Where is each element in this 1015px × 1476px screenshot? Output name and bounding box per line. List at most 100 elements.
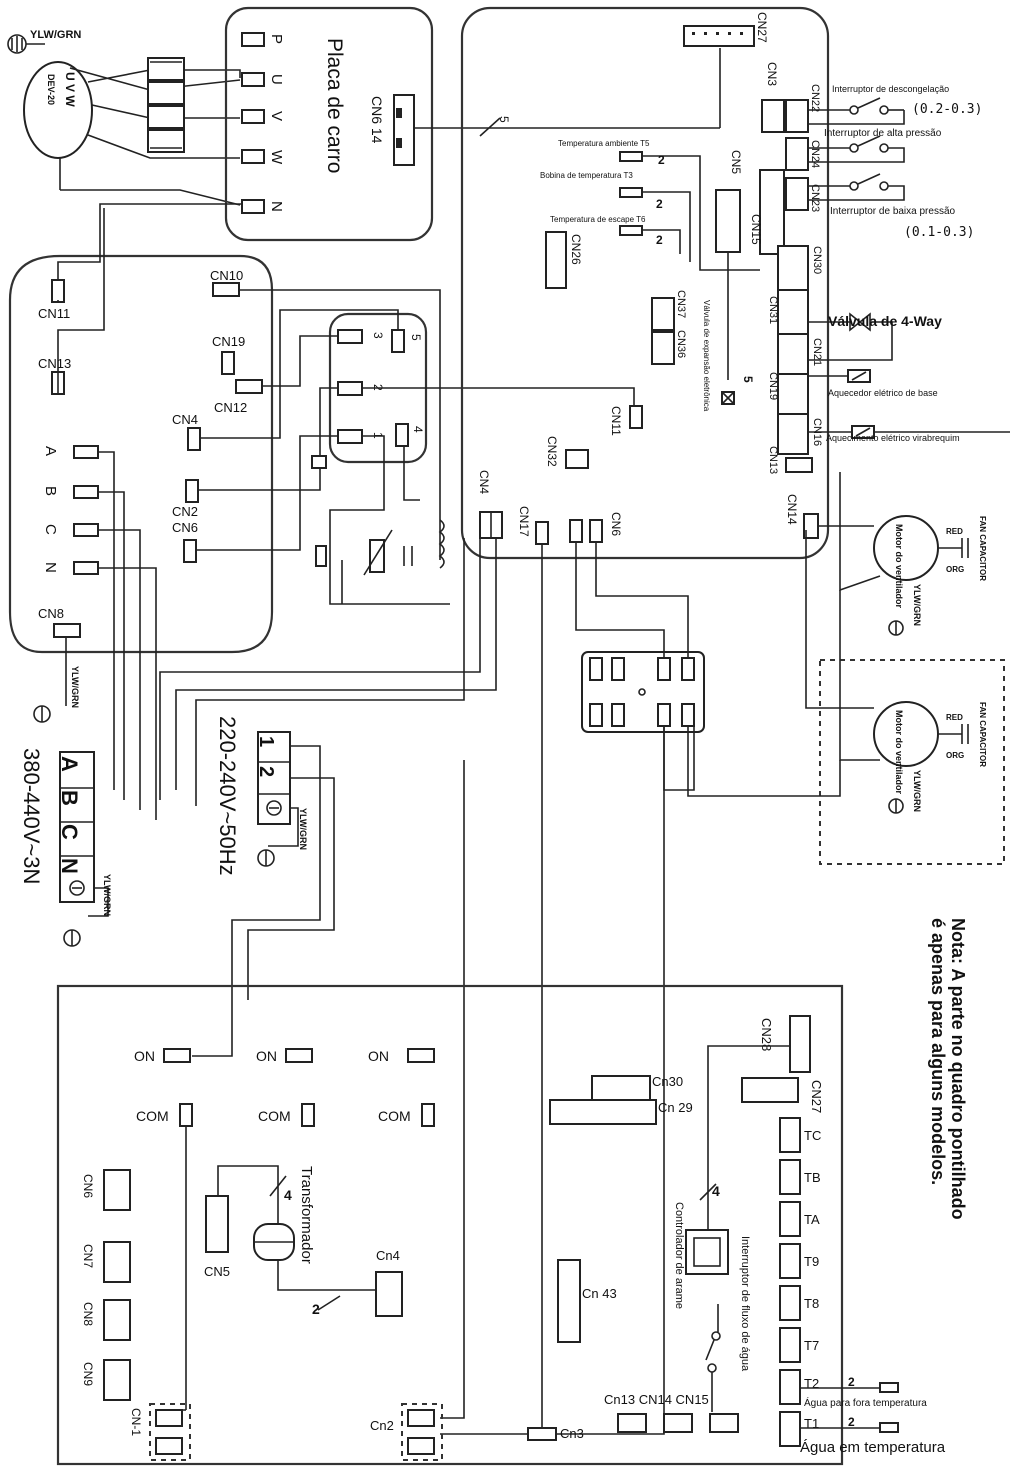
- lower-cn2: Cn2: [370, 1403, 443, 1461]
- contactor-wires: [159, 538, 841, 1435]
- filter-cn8: CN8: [38, 606, 64, 621]
- fan1-red: RED: [946, 527, 963, 536]
- relay1-com: COM: [136, 1108, 169, 1124]
- label-low-range: (0.1-0.3): [904, 225, 974, 240]
- sensor-tb: TB: [804, 1170, 821, 1185]
- filter-cn10: CN10: [210, 268, 243, 283]
- lower-cn6: CN6: [81, 1174, 95, 1198]
- driver-board-panel: [224, 6, 434, 242]
- fan-motor-2: Motor do ventilador RED ORG FAN CAPACITO…: [873, 701, 987, 814]
- fan2-org: ORG: [946, 751, 964, 760]
- relay1-on: ON: [134, 1048, 155, 1064]
- lower-temp-sensors: TC TB TA T9 T8 T7 T2 T1 2 2: [779, 1117, 899, 1447]
- lower-cn30-cn29: Cn30 Cn 29: [549, 1074, 693, 1125]
- lower-cn3-label: Cn3: [560, 1426, 584, 1441]
- fan1-earth: YLW/GRN: [912, 584, 922, 626]
- optional-fan-area: [819, 659, 1005, 865]
- main-cn19-label: CN19: [767, 372, 779, 400]
- lower-cn4-label: Cn4: [376, 1248, 400, 1263]
- driver-board-title: Placa de carro: [323, 38, 346, 173]
- label-high-pressure: Interruptor de alta pressão: [824, 128, 942, 139]
- filter-term-c: C: [42, 524, 59, 535]
- single-phase-2: 2: [255, 766, 277, 777]
- main-cn26-label: CN26: [569, 234, 583, 265]
- main-cn11-label: CN11: [609, 406, 623, 436]
- three-phase-block: A B C N: [57, 751, 95, 903]
- main-cn13-label: CN13: [767, 446, 779, 474]
- main-cn30-label: CN30: [811, 246, 823, 274]
- single-phase-label: 220-240V~50Hz: [215, 716, 240, 876]
- single-phase-earth-label: YLW/GRN: [298, 808, 308, 850]
- lower-cn27-label: CN27: [809, 1080, 824, 1113]
- main-cn4-label: CN4: [477, 470, 491, 494]
- relay2-on: ON: [256, 1048, 277, 1064]
- main-cn5-label: CN5: [729, 150, 743, 174]
- term-v: V: [268, 111, 285, 121]
- main-cn36-label: CN36: [675, 330, 687, 358]
- main-cn37-cn36: CN37 CN36: [651, 290, 687, 365]
- lower-cn4: Cn4: [375, 1248, 403, 1317]
- wired-controller: 4 Controlador de arame: [673, 1183, 729, 1309]
- lower-left-cn: CN6 CN7 CN8 CN9: [81, 1169, 131, 1401]
- sensor-t7: T7: [804, 1338, 819, 1353]
- lower-bottom-cn-label: Cn13 CN14 CN15: [604, 1392, 709, 1407]
- label-t5: Temperatura ambiente T5: [558, 139, 650, 148]
- ferrite-core: [147, 57, 185, 153]
- filter-cn12: CN12: [214, 400, 247, 415]
- switch-connectors: CN22 CN24 CN23: [785, 84, 821, 212]
- filter-term-n: N: [42, 562, 59, 573]
- compressor-id-label: DEV-20: [46, 74, 56, 105]
- sensor-ta: TA: [804, 1212, 820, 1227]
- note-line2: é apenas para alguns modelos.: [928, 918, 948, 1185]
- label-low-pressure: Interruptor de baixa pressão: [830, 206, 956, 217]
- filter-abcn-terminals: A B C N: [42, 445, 99, 575]
- label-t3: Bobina de temperatura T3: [540, 171, 633, 180]
- relay3-com: COM: [378, 1108, 411, 1124]
- fan-motor-1: Motor do ventilador RED ORG FAN CAPACITO…: [873, 515, 987, 636]
- main-cn27: CN27: [683, 12, 769, 47]
- transformer: CN5 4 2 Transformador: [204, 1165, 376, 1317]
- sensor-tc: TC: [804, 1128, 821, 1143]
- main-cn26: CN26: [545, 231, 583, 289]
- fan1-capacitor: FAN CAPACITOR: [978, 516, 987, 581]
- main-cn24-label: CN24: [809, 140, 821, 168]
- relay2-com: COM: [258, 1108, 291, 1124]
- transformer-count2: 2: [312, 1301, 320, 1317]
- lower-cn7: CN7: [81, 1244, 95, 1268]
- three-phase-label: 380-440V~3N: [19, 748, 44, 884]
- base-heater: [808, 369, 871, 383]
- main-cn32-label: CN32: [545, 436, 559, 467]
- label-exp-valve: Válvula de expansão eletrônica: [702, 300, 711, 412]
- term-u: U: [268, 74, 285, 85]
- filter-cn4: CN4: [172, 412, 198, 427]
- single-phase-wiring: YLW/GRN: [192, 745, 335, 1057]
- flow-switch-label: Interruptor de fluxo de água: [739, 1236, 751, 1372]
- compressor-motor: U V W DEV-20: [23, 61, 93, 159]
- controller-label: Controlador de arame: [673, 1202, 685, 1309]
- main-cn6-label: CN6: [609, 512, 623, 536]
- fan1-label: Motor do ventilador: [894, 524, 904, 608]
- main-cn21-label: CN21: [811, 338, 823, 366]
- flow-switch: Interruptor de fluxo de água: [705, 1236, 751, 1412]
- driver-terminals: P U V W N: [241, 32, 285, 214]
- transformer-count: 4: [284, 1187, 292, 1203]
- label-base-heater: Aquecedor elétrico de base: [828, 388, 938, 398]
- filter-term-a: A: [42, 446, 59, 456]
- four-way-valve: [808, 312, 893, 361]
- exp-valve-count: 5: [741, 376, 755, 383]
- main-cn27-label: CN27: [755, 12, 769, 43]
- label-defrost-switch: Interruptor de descongelação: [832, 84, 949, 94]
- sensor-t9: T9: [804, 1254, 819, 1269]
- earth-filter: YLW/GRN: [33, 666, 80, 723]
- fan2-label: Motor do ventilador: [894, 710, 904, 794]
- t1-count: 2: [848, 1415, 855, 1429]
- main-cn17-label: CN17: [517, 506, 531, 537]
- term-p: P: [268, 34, 285, 44]
- lower-cn43-label: Cn 43: [582, 1286, 617, 1301]
- term-n: N: [268, 201, 285, 212]
- main-cn3-label: CN3: [765, 62, 779, 86]
- lower-cn9: CN9: [81, 1362, 95, 1386]
- relay-wiring: [196, 289, 635, 605]
- lower-cn27: CN27: [741, 1077, 824, 1113]
- label-crank-heater: Aquecimento elétrico virabrequim: [826, 433, 960, 443]
